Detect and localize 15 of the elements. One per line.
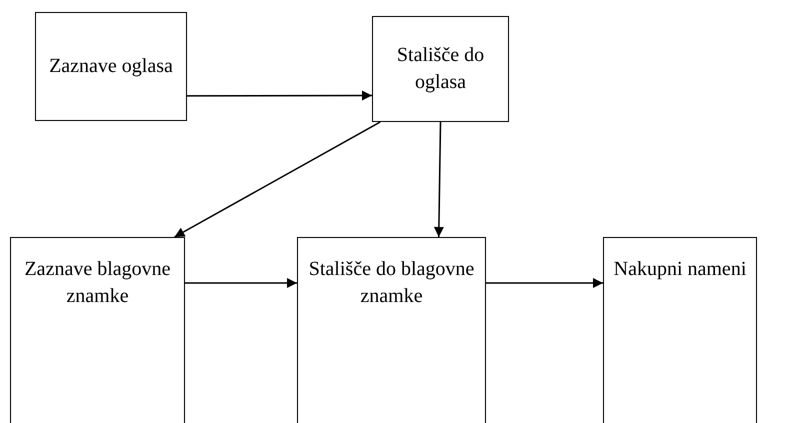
arrow <box>187 90 372 101</box>
arrow <box>174 121 381 238</box>
box-label: Stališče do oglasa <box>396 43 486 95</box>
arrow <box>434 122 444 238</box>
process-box <box>603 237 757 423</box>
process-box <box>35 12 187 121</box>
process-box <box>10 237 185 423</box>
arrow <box>486 278 603 288</box>
box-label: Zaznave blagovne znamke <box>23 257 172 309</box>
box-label: Stališče do blagovne znamke <box>308 257 476 309</box>
process-box <box>297 237 486 423</box>
box-label: Zaznave oglasa <box>49 54 173 79</box>
process-box <box>372 16 509 122</box>
arrow <box>185 278 297 288</box>
box-label: Nakupni nameni <box>614 257 746 282</box>
